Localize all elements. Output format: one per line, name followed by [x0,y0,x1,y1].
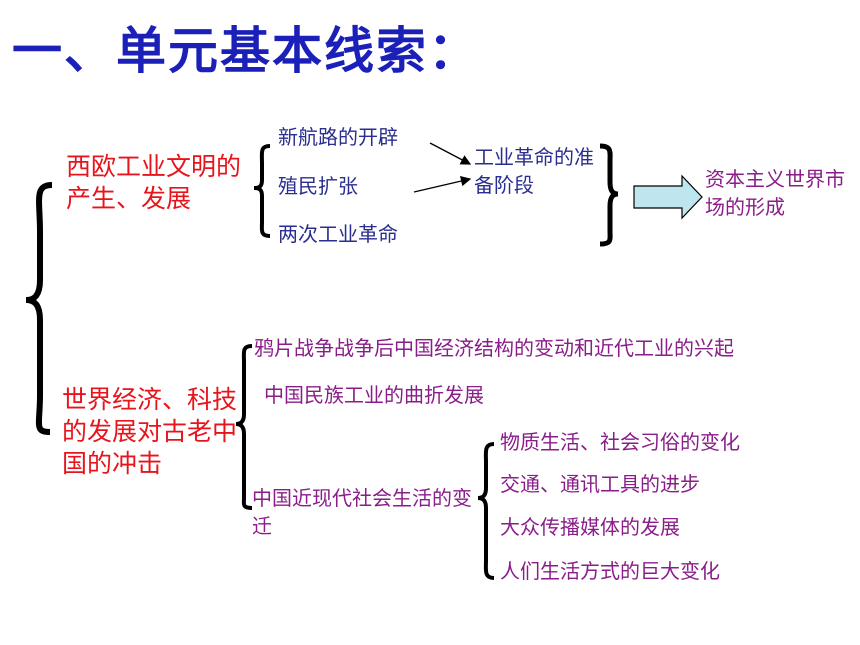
branch1-heading: 西欧工业文明的产生、发展 [66,152,242,213]
page-title: 一、单元基本线索： [12,22,480,80]
branch2-brace [235,344,253,510]
social-item: 物质生活、社会习俗的变化 [500,430,740,454]
stage-label: 工业革命的准备阶段 [474,145,594,197]
branch1-item: 新航路的开辟 [278,125,398,149]
branch1-brace [253,144,271,238]
arrow-line-2 [413,175,472,193]
social-item: 人们生活方式的巨大变化 [500,559,720,583]
branch2-item: 中国近现代社会生活的变迁 [252,486,472,538]
branch2-heading: 世界经济、科技的发展对古老中国的冲击 [62,385,238,478]
block-arrow [633,174,703,220]
social-item: 大众传播媒体的发展 [500,515,680,539]
main-brace [25,182,53,435]
branch2-item: 鸦片战争战争后中国经济结构的变动和近代工业的兴起 [254,336,734,360]
social-item: 交通、通讯工具的进步 [500,472,700,496]
stage-brace [599,143,619,247]
result-label: 资本主义世界市场的形成 [705,167,845,219]
branch1-item: 两次工业革命 [278,222,398,246]
social-brace [477,442,495,580]
arrow-line-1 [429,142,472,165]
branch2-item: 中国民族工业的曲折发展 [264,383,484,407]
branch1-item: 殖民扩张 [278,174,358,198]
